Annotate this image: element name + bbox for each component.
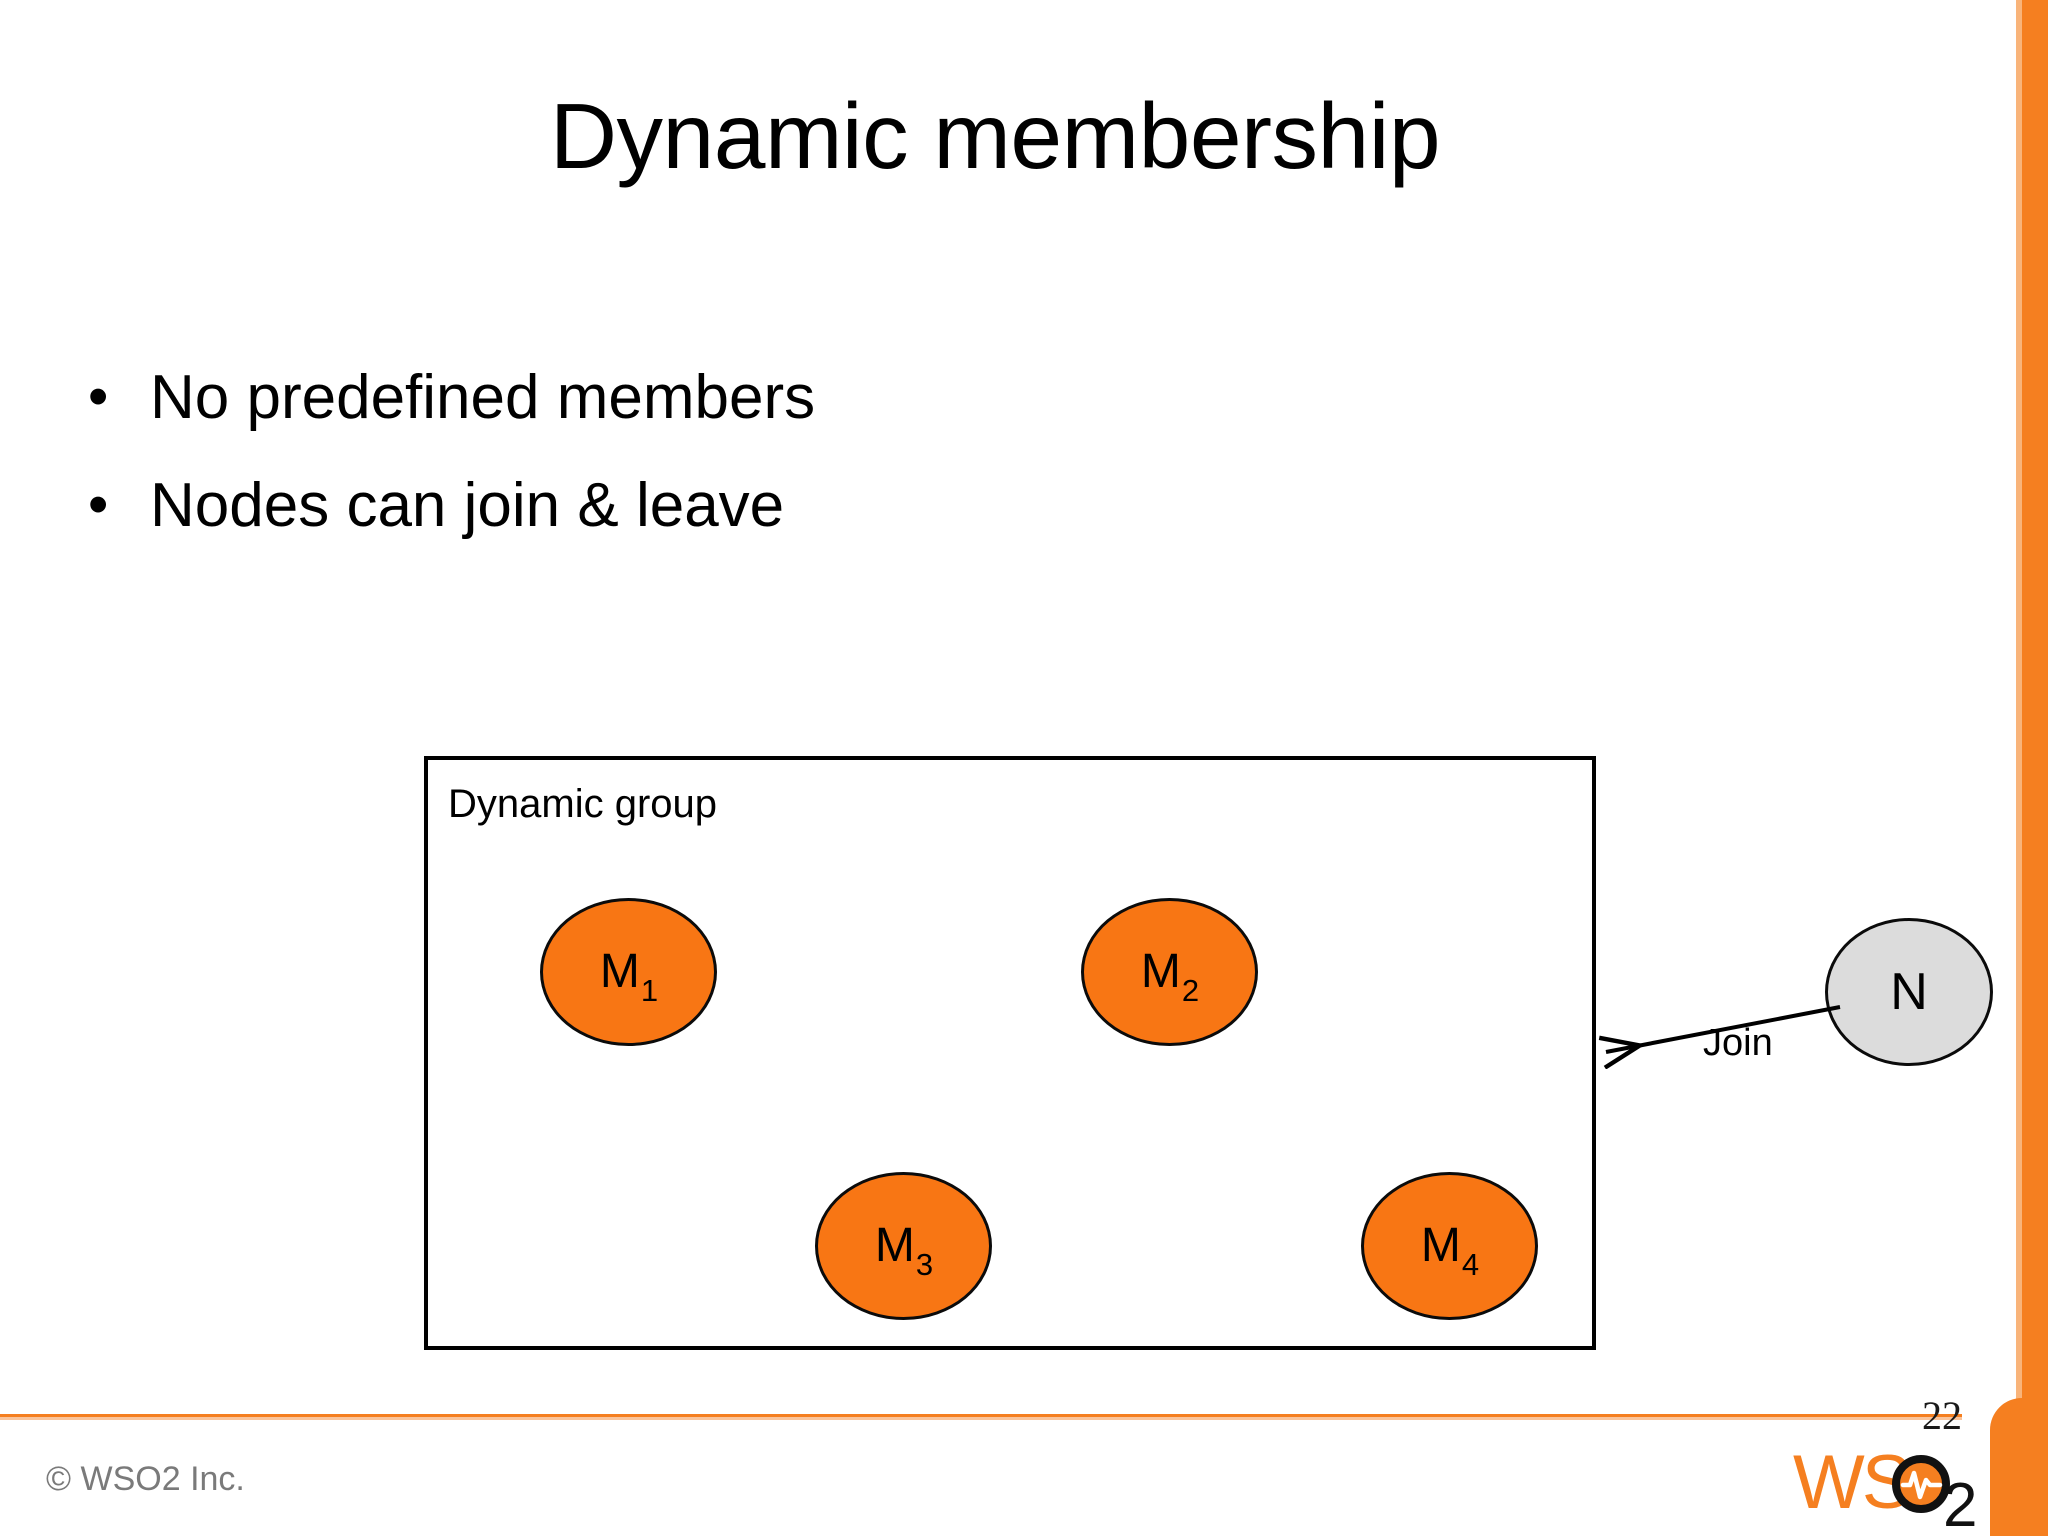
member-node-m3-subscript: 3 xyxy=(915,1247,934,1282)
list-item: • Nodes can join & leave xyxy=(80,468,1580,544)
svg-text:2: 2 xyxy=(1943,1471,1977,1530)
member-node-m1: M1 xyxy=(540,898,717,1046)
join-edge-label: Join xyxy=(1703,1022,1773,1064)
member-node-m1-label: M xyxy=(599,945,640,998)
member-node-m2-subscript: 2 xyxy=(1181,973,1200,1008)
bullet-marker-icon: • xyxy=(88,472,109,537)
footer-notch-accent xyxy=(1990,1398,2022,1536)
member-node-m2-label: M xyxy=(1140,945,1181,998)
list-item: • No predefined members xyxy=(80,360,1580,436)
bullet-marker-icon: • xyxy=(88,364,109,429)
footer-divider-soft xyxy=(0,1417,1990,1420)
wso2-logo-icon: WS 2 xyxy=(1793,1440,1977,1530)
joining-node-n-label: N xyxy=(1890,963,1928,1021)
bullet-list: • No predefined members • Nodes can join… xyxy=(80,360,1580,576)
member-node-m4-label: M xyxy=(1420,1219,1461,1272)
copyright-text: © WSO2 Inc. xyxy=(46,1460,245,1498)
dynamic-group-box xyxy=(424,756,1596,1350)
footer-divider xyxy=(0,1414,1990,1417)
dynamic-group-label: Dynamic group xyxy=(448,782,718,826)
join-arrow-icon xyxy=(1590,1005,1841,1090)
right-accent-bar-soft xyxy=(2016,0,2022,1536)
member-node-m4: M4 xyxy=(1361,1172,1538,1320)
member-node-m3-label: M xyxy=(874,1219,915,1272)
member-node-m3: M3 xyxy=(815,1172,992,1320)
bullet-text: No predefined members xyxy=(150,363,816,432)
bullet-text: Nodes can join & leave xyxy=(150,471,785,540)
member-node-m4-subscript: 4 xyxy=(1461,1247,1480,1282)
page-title: Dynamic membership xyxy=(549,84,1441,188)
page-number: 22 xyxy=(1922,1393,1962,1438)
member-node-m1-subscript: 1 xyxy=(640,973,659,1008)
joining-node-n: N xyxy=(1825,918,1993,1066)
member-node-m2: M2 xyxy=(1081,898,1258,1046)
right-accent-bar xyxy=(2022,0,2048,1536)
